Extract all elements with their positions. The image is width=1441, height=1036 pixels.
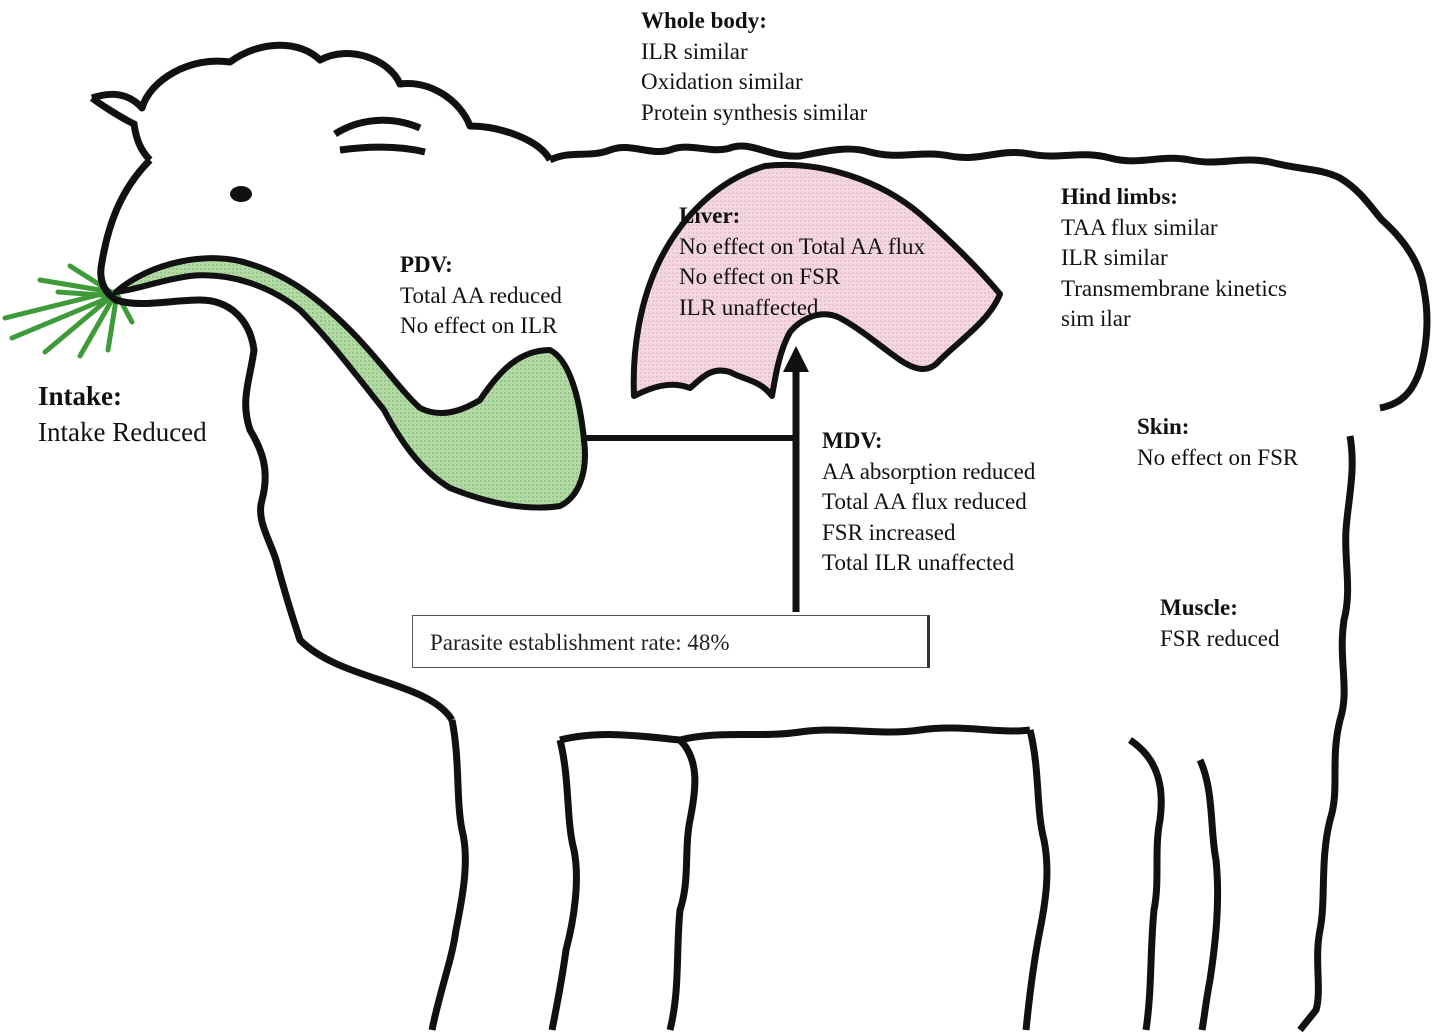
muscle-line-1: FSR reduced bbox=[1160, 624, 1279, 655]
mdv-line-4: Total ILR unaffected bbox=[822, 548, 1035, 579]
sheep-inner-front-leg bbox=[552, 740, 576, 1030]
intake-line-1: Intake Reduced bbox=[38, 414, 207, 450]
mdv-arrow-head-icon bbox=[783, 346, 809, 372]
whole-body-line-2: Oxidation similar bbox=[641, 67, 867, 98]
intake-label: Intake: Intake Reduced bbox=[38, 378, 207, 450]
whole-body-line-1: ILR similar bbox=[641, 37, 867, 68]
muscle-label: Muscle: FSR reduced bbox=[1160, 593, 1279, 654]
mdv-line-1: AA absorption reduced bbox=[822, 457, 1035, 488]
sheep-rear-leg-outline bbox=[1026, 730, 1218, 1030]
pdv-label: PDV: Total AA reduced No effect on ILR bbox=[400, 250, 562, 342]
hind-limbs-line-2: ILR similar bbox=[1061, 243, 1287, 274]
hind-limbs-line-4: sim ilar bbox=[1061, 304, 1287, 335]
muscle-title: Muscle: bbox=[1160, 593, 1279, 624]
hind-limbs-line-1: TAA flux similar bbox=[1061, 213, 1287, 244]
skin-line-1: No effect on FSR bbox=[1137, 443, 1298, 474]
hind-limbs-title: Hind limbs: bbox=[1061, 182, 1287, 213]
pdv-line-1: Total AA reduced bbox=[400, 281, 562, 312]
sheep-rear-outline bbox=[1300, 436, 1352, 1030]
intake-title: Intake: bbox=[38, 378, 207, 414]
liver-label: Liver: No effect on Total AA flux No eff… bbox=[679, 201, 925, 323]
pdv-line-2: No effect on ILR bbox=[400, 311, 562, 342]
mdv-line-3: FSR increased bbox=[822, 518, 1035, 549]
sheep-eyelid bbox=[335, 120, 425, 152]
parasite-establishment-box: Parasite establishment rate: 48% bbox=[412, 615, 930, 668]
liver-line-1: No effect on Total AA flux bbox=[679, 232, 925, 263]
grass-icon bbox=[5, 266, 132, 356]
liver-title: Liver: bbox=[679, 201, 925, 232]
mdv-line-2: Total AA flux reduced bbox=[822, 487, 1035, 518]
pdv-title: PDV: bbox=[400, 250, 562, 281]
hind-limbs-line-3: Transmembrane kinetics bbox=[1061, 274, 1287, 305]
skin-label: Skin: No effect on FSR bbox=[1137, 412, 1298, 473]
mdv-title: MDV: bbox=[822, 426, 1035, 457]
whole-body-line-3: Protein synthesis similar bbox=[641, 98, 867, 129]
skin-title: Skin: bbox=[1137, 412, 1298, 443]
whole-body-label: Whole body: ILR similar Oxidation simila… bbox=[641, 6, 867, 128]
sheep-belly-outline bbox=[680, 728, 1030, 740]
mdv-label: MDV: AA absorption reduced Total AA flux… bbox=[822, 426, 1035, 579]
liver-line-3: ILR unaffected bbox=[679, 293, 925, 324]
whole-body-title: Whole body: bbox=[641, 6, 867, 37]
sheep-head-outline bbox=[92, 45, 550, 160]
sheep-eye-icon bbox=[230, 186, 252, 202]
liver-line-2: No effect on FSR bbox=[679, 262, 925, 293]
hind-limbs-label: Hind limbs: TAA flux similar ILR similar… bbox=[1061, 182, 1287, 335]
